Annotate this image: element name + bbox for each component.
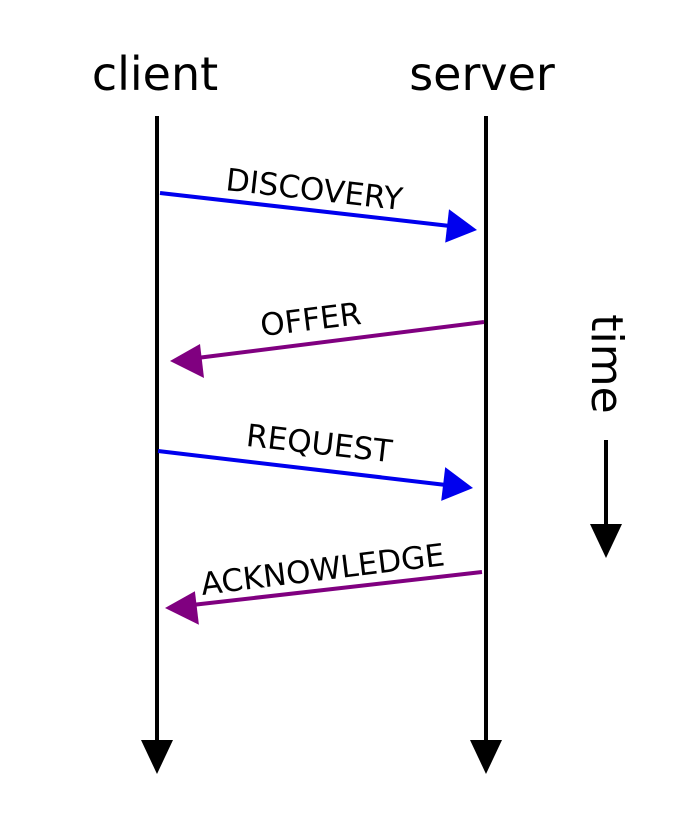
request-arrow-line xyxy=(157,449,447,487)
message-acknowledge: ACKNOWLEDGE xyxy=(165,537,483,625)
offer-label: OFFER xyxy=(258,296,363,344)
acknowledge-arrowhead xyxy=(165,591,199,625)
acknowledge-label: ACKNOWLEDGE xyxy=(199,537,447,603)
time-arrowhead xyxy=(590,524,622,558)
client-label: client xyxy=(92,47,218,101)
offer-arrow-line xyxy=(196,320,485,360)
offer-arrowhead xyxy=(170,344,204,378)
client-lifeline xyxy=(141,116,173,774)
client-lifeline-arrowhead xyxy=(141,740,173,774)
server-lifeline-arrowhead xyxy=(470,740,502,774)
request-arrowhead xyxy=(441,467,473,501)
discovery-arrow-line xyxy=(159,191,451,228)
time-label: time xyxy=(581,314,632,413)
acknowledge-arrow-line xyxy=(191,570,483,607)
message-offer: OFFER xyxy=(170,296,485,378)
message-request: REQUEST xyxy=(157,418,473,501)
message-discovery: DISCOVERY xyxy=(159,162,477,243)
server-lifeline xyxy=(470,116,502,774)
discovery-arrowhead xyxy=(445,209,477,243)
server-label: server xyxy=(409,47,555,101)
time-axis: time xyxy=(581,314,632,558)
